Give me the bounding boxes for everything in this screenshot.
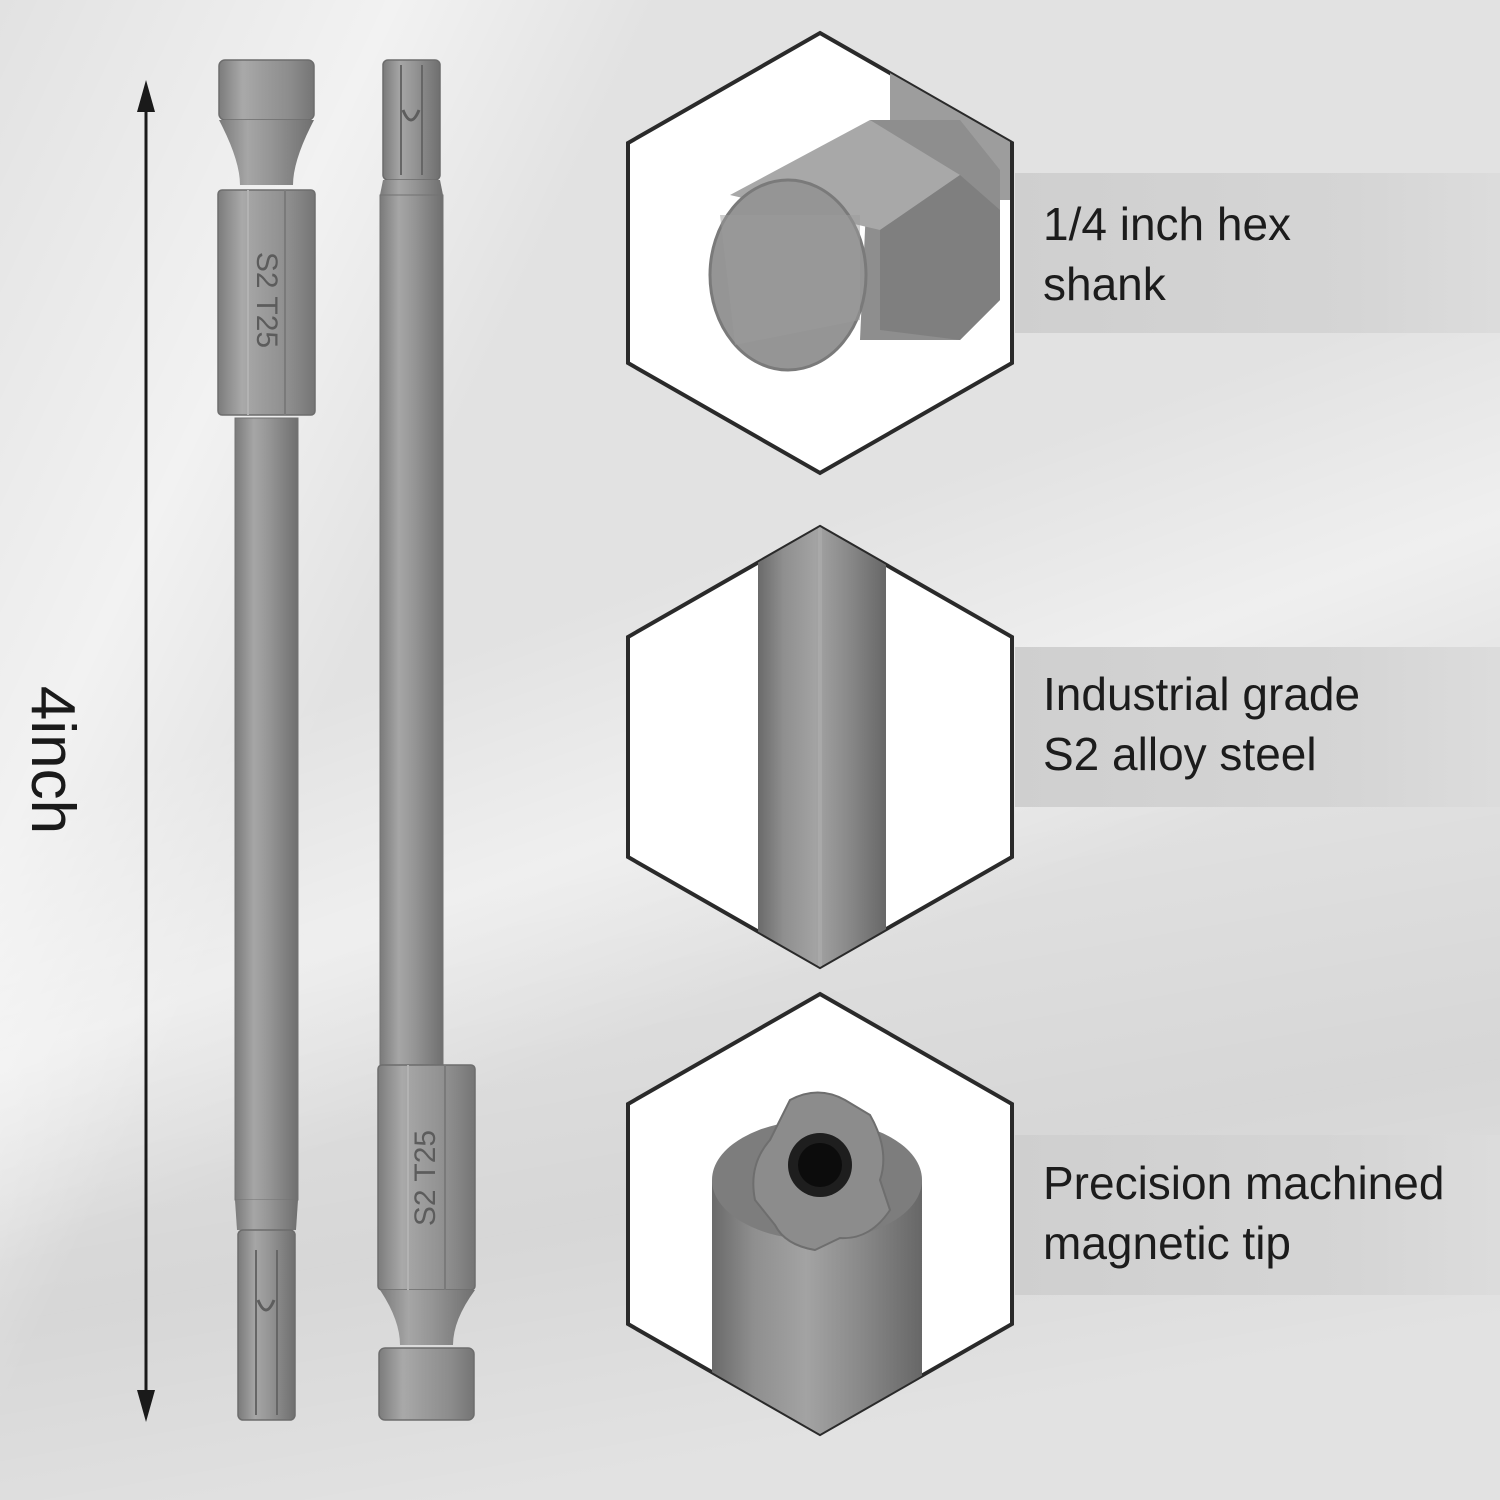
- feature-hex-shank-line1: 1/4 inch hex: [1043, 198, 1292, 250]
- feature-band-2: [1015, 647, 1500, 807]
- feature-hex-shank-text: 1/4 inch hex shank: [1043, 194, 1500, 314]
- torx-bit-left: [217, 59, 316, 1421]
- feature-steel-text: Industrial grade S2 alloy steel: [1043, 664, 1500, 784]
- feature-steel-line2: S2 alloy steel: [1043, 728, 1317, 780]
- torx-tip-closeup-icon: [626, 991, 1014, 1437]
- bit-left-marking: S2 T25: [249, 252, 283, 348]
- length-measure-arrow: [137, 80, 155, 1422]
- feature-band-1: [1015, 173, 1500, 333]
- hex-shank-closeup-icon: [626, 30, 1014, 476]
- bit-right-size: T25: [409, 1129, 442, 1182]
- feature-steel-line1: Industrial grade: [1043, 668, 1361, 720]
- bit-right-grade: S2: [409, 1189, 442, 1227]
- bit-left-size: T25: [250, 296, 283, 349]
- bit-left-grade: S2: [250, 251, 283, 289]
- torx-bit-right: [377, 59, 476, 1421]
- feature-band-3: [1015, 1135, 1500, 1295]
- bit-right-marking: S2 T25: [409, 1130, 443, 1226]
- feature-tip-line2: magnetic tip: [1043, 1217, 1292, 1269]
- steel-shaft-closeup-icon: [626, 524, 1014, 970]
- feature-tip-line1: Precision machined: [1043, 1157, 1445, 1209]
- feature-tip-text: Precision machined magnetic tip: [1043, 1153, 1500, 1273]
- length-label: 4inch: [18, 685, 87, 835]
- feature-hex-shank-line2: shank: [1043, 258, 1166, 310]
